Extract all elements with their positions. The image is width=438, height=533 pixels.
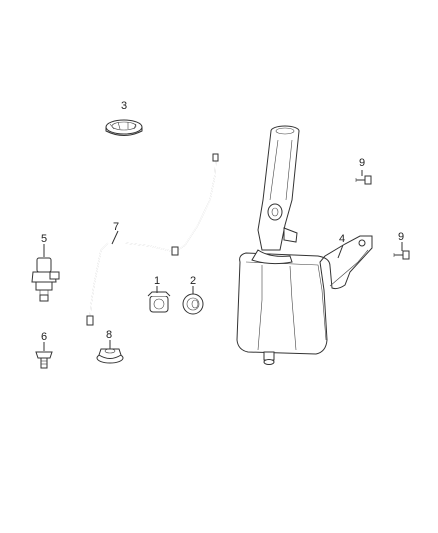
screw-icon [393, 250, 410, 260]
callout-7: 7 [113, 221, 119, 233]
callout-9b: 9 [398, 231, 404, 243]
callout-2: 2 [190, 275, 196, 287]
callout-6: 6 [41, 331, 47, 343]
washer-reservoir-icon [236, 125, 373, 365]
grommet-ring-icon [182, 293, 204, 315]
callout-8: 8 [106, 329, 112, 341]
callout-1: 1 [154, 275, 160, 287]
leader-4 [337, 244, 344, 259]
leader-7 [111, 230, 119, 245]
callout-4: 4 [339, 233, 345, 245]
callout-3: 3 [121, 100, 127, 112]
filler-cap-seal-icon [105, 119, 143, 136]
callout-9a: 9 [359, 157, 365, 169]
bolt-icon [35, 351, 53, 369]
grommet-nut-icon [147, 291, 171, 313]
screw-icon [355, 175, 372, 185]
flange-nut-icon [96, 348, 124, 364]
washer-hose-icon [86, 153, 219, 326]
callout-5: 5 [41, 233, 47, 245]
washer-pump-icon [31, 257, 60, 302]
